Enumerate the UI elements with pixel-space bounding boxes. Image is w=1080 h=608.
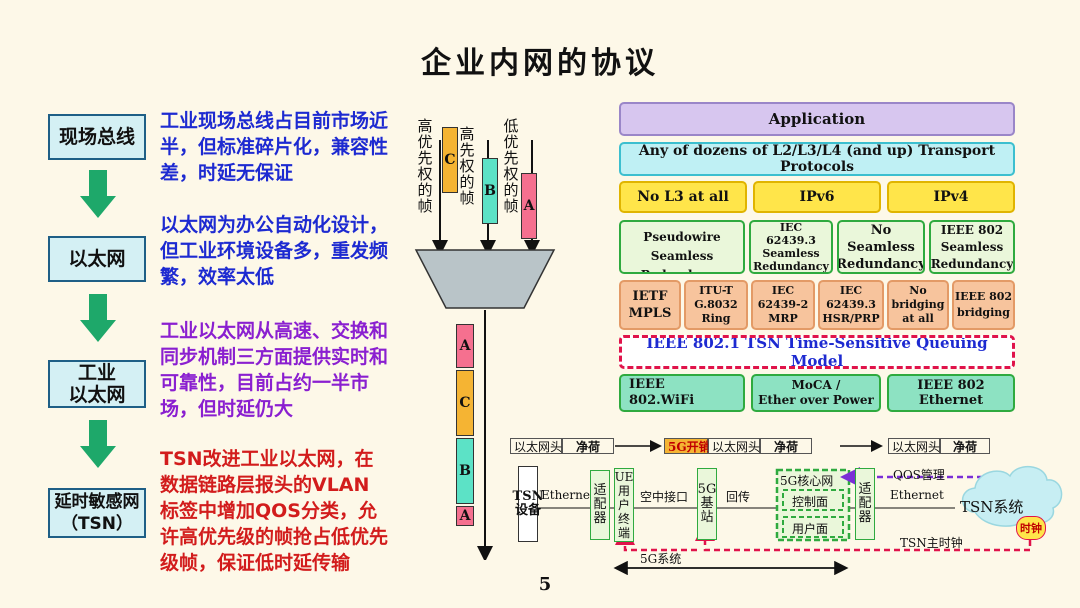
net-hdr-eth-3: 以太网头 [888,438,940,454]
net-user-plane: 用户面 [792,522,829,536]
flow-desc-tsn: TSN改进工业以太网，在数据链路层报头的VLAN标签中增加QOS分类，允许高优先… [160,448,389,574]
stack-ieee-ethernet: IEEE 802 Ethernet [887,374,1015,412]
flow-arrows [80,170,116,468]
flow-box-industrial-ethernet: 工业 以太网 [48,360,146,408]
stack-ieee-802-seamless: IEEE 802 Seamless Redundancy [929,220,1015,274]
flow-arrow-2 [80,294,116,342]
net-ethernet-right: Ethernet [890,488,944,502]
page-title: 企业内网的协议 [421,46,659,81]
net-air-interface: 空中接口 [640,490,689,504]
network-diagram [533,440,1063,576]
net-5g-system: 5G系统 [640,552,682,566]
merge-funnel [414,249,556,309]
stack-tsn-queuing-model: IEEE 802.1 TSN Time-Sensitive Queuing Mo… [619,335,1015,369]
stack-iec-mrp: IEC 62439-2 MRP [751,280,815,330]
net-tsn-system: TSN系统 [960,498,1024,516]
label-low-priority: 低优先权的帧 [503,117,519,215]
frame-b-input: B [482,158,498,224]
net-payload-3: 净荷 [940,438,990,454]
net-hdr-eth-1: 以太网头 [510,438,562,454]
stack-ieee-802-bridging: IEEE 802 bridging [952,280,1015,330]
net-tsn-master-clock: TSN主时钟 [900,536,963,550]
stack-ipv6: IPv6 [753,181,881,213]
flow-desc-industrial-ethernet: 工业以太网从高速、交换和同步机制三方面提供实时和可靠性，目前占约一半市场，但时延… [160,320,389,420]
flow-arrow-1 [80,170,116,218]
frame-b-out: B [456,438,474,504]
stack-application: Application [619,102,1015,136]
stack-no-seamless: No Seamless Redundancy [837,220,925,274]
stack-transport: Any of dozens of L2/L3/L4 (and up) Trans… [619,142,1015,176]
net-adapter-left: 适配器 [590,470,610,540]
flow-box-fieldbus: 现场总线 [48,114,146,160]
frame-a-out-1: A [456,324,474,368]
net-ue-terminal: UE用户终端 [614,468,634,542]
net-ethernet-left: Ethernet [541,488,595,502]
stack-ipv4: IPv4 [887,181,1015,213]
frame-a-input: A [521,173,537,239]
label-mid-priority: 高先权的帧 [459,125,475,207]
stack-no-bridging: No bridging at all [887,280,949,330]
frame-a-out-2: A [456,506,474,526]
flow-box-tsn: 延时敏感网 （TSN） [48,488,146,538]
net-payload-1: 净荷 [562,438,614,454]
control-plane-box [782,489,844,511]
net-hdr-eth-2: 以太网头 [708,438,760,454]
stack-ieee-wifi: IEEE 802.WiFi [619,374,745,412]
flow-arrow-3 [80,420,116,468]
stack-no-l3: No L3 at all [619,181,747,213]
flow-desc-fieldbus: 工业现场总线占目前市场近半，但标准碎片化，兼容性差，时延无保证 [160,110,389,184]
net-adapter-right: 适配器 [855,468,875,540]
tsn-clock-path [695,521,1032,552]
net-hdr-5g: 5G开销 [664,438,711,454]
flow-desc-ethernet: 以太网为办公自动化设计，但工业环境设备多，重发频繁，效率太低 [160,214,389,288]
net-tsn-device: TSN设备 [513,466,543,542]
net-qos-label: QOS管理 [893,468,945,482]
net-payload-2: 净荷 [760,438,812,454]
page-number: 5 [538,574,552,595]
frame-c-input: C [442,127,458,193]
net-backhaul: 回传 [726,490,751,504]
label-high-priority: 高优先权的帧 [417,117,433,215]
stack-moca: MoCA / Ether over Power [751,374,881,412]
flow-box-ethernet: 以太网 [48,236,146,282]
stack-iec-hsr-prp: IEC 62439.3 HSR/PRP [818,280,884,330]
frame-c-out: C [456,370,474,436]
net-core-label: 5G核心网 [780,474,834,488]
net-5g-gnb: 5G基站 [697,468,717,540]
stack-itu-g8032: ITU-T G.8032 Ring [684,280,748,330]
stack-ietf-mpls-pseudowire: IETF MPLS Pseudowire Seamless Redundancy [619,220,745,274]
stack-iec-62439-3-seamless: IEC 62439.3 Seamless Redundancy [749,220,833,274]
net-clock-badge: 时钟 [1016,516,1046,540]
stack-ietf-mpls: IETF MPLS [619,280,681,330]
net-control-plane: 控制面 [792,495,829,509]
user-plane-box [782,516,844,538]
